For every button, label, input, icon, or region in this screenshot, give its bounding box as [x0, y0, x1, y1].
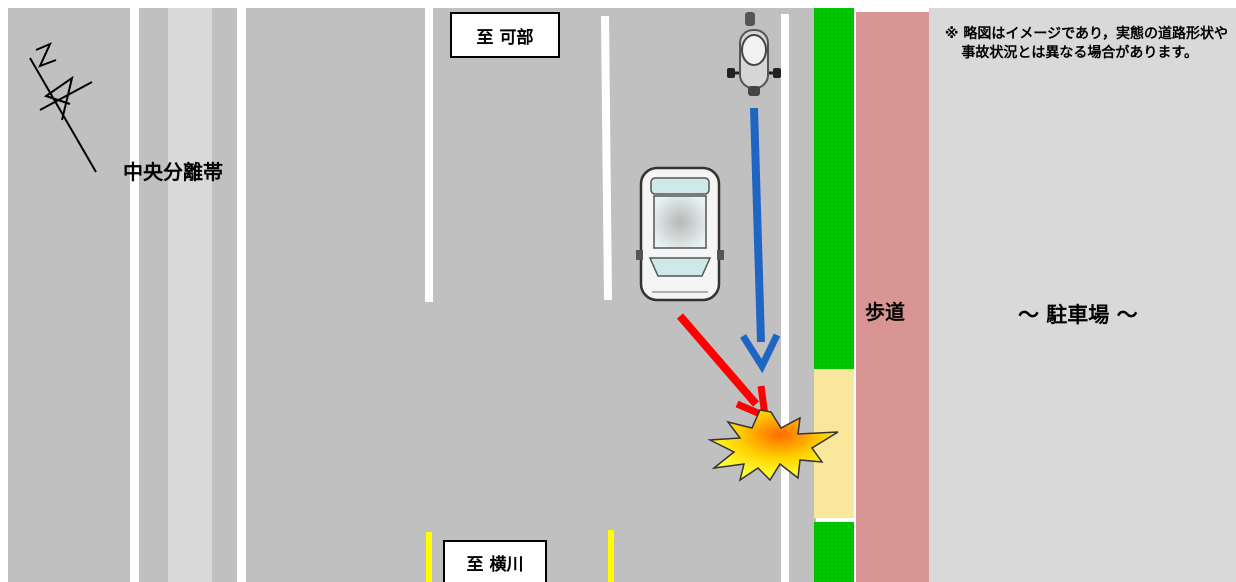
- planting-strip: [814, 8, 855, 369]
- yellow-line-left: [426, 532, 432, 582]
- disclaimer-line-2: 事故状況とは異なる場合があります。: [961, 45, 1198, 61]
- parking-area: [929, 8, 1236, 582]
- median-edge-line-left: [130, 8, 139, 582]
- motorcycle-icon: [727, 12, 781, 96]
- car-icon: [636, 166, 724, 302]
- lane-line-left: [425, 8, 433, 302]
- road-edge-line: [781, 14, 789, 582]
- median-label: 中央分離帯: [123, 160, 223, 184]
- sign-to-yokogawa: 至 横川: [443, 540, 547, 582]
- planting-strip-bottom: [814, 522, 855, 582]
- median-edge-line-right: [237, 8, 246, 582]
- yellow-zone: [814, 369, 855, 518]
- sidewalk-label: 歩道: [865, 300, 905, 324]
- collision-burst-icon: [707, 409, 839, 482]
- median-strip: [168, 8, 212, 582]
- motorcycle-path-arrow: [740, 107, 781, 374]
- sign-to-yokogawa-label: 至 横川: [466, 554, 524, 575]
- yellow-line-right: [608, 530, 614, 582]
- lane-line-middle: [601, 16, 612, 300]
- sign-to-kabe: 至 可部: [450, 12, 560, 58]
- sidewalk: [856, 12, 929, 582]
- parking-label: ～ 駐車場 ～: [1018, 303, 1138, 327]
- disclaimer-line-1: ※ 略図はイメージであり，実態の道路形状や: [944, 26, 1228, 42]
- north-arrow-icon: [29, 42, 97, 173]
- disclaimer-note: ※ 略図はイメージであり，実態の道路形状や 事故状況とは異なる場合があります。: [886, 25, 1228, 63]
- sign-to-kabe-label: 至 可部: [476, 27, 534, 48]
